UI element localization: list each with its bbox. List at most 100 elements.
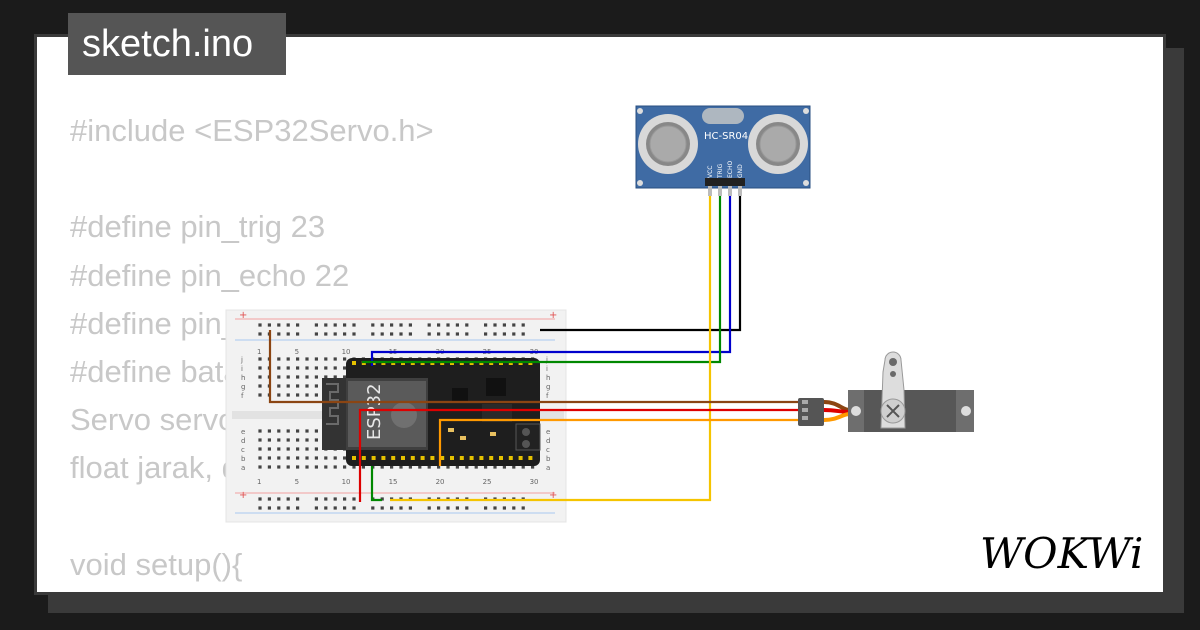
- code-line: #define pin_echo 22: [70, 257, 350, 293]
- bb-hole: [521, 465, 525, 469]
- bb-hole: [408, 506, 412, 510]
- bb-hole: [390, 506, 394, 510]
- bb-hole: [296, 465, 300, 469]
- bb-row-label: b: [241, 455, 246, 463]
- bb-hole: [286, 332, 290, 336]
- bb-hole: [446, 323, 450, 327]
- bb-hole: [352, 323, 356, 327]
- esp32-pin: [469, 456, 474, 460]
- bb-hole: [277, 465, 281, 469]
- bb-hole: [324, 366, 328, 370]
- bb-hole: [455, 465, 459, 469]
- bb-hole: [305, 366, 309, 370]
- esp32-board[interactable]: ESP32: [322, 358, 541, 466]
- bb-hole: [305, 456, 309, 460]
- close-icon: [886, 404, 900, 418]
- bb-hole: [267, 438, 271, 442]
- bb-hole: [371, 332, 375, 336]
- bb-hole: [286, 429, 290, 433]
- bb-hole: [258, 456, 262, 460]
- bb-hole: [465, 323, 469, 327]
- bb-hole: [502, 323, 506, 327]
- rail-plus-mark: +: [549, 310, 557, 321]
- button[interactable]: [522, 428, 530, 436]
- bb-hole: [286, 438, 290, 442]
- bb-hole: [371, 323, 375, 327]
- bb-hole: [446, 465, 450, 469]
- bb-hole: [446, 332, 450, 336]
- bb-hole: [399, 323, 403, 327]
- bb-hole: [324, 497, 328, 501]
- crystal: [702, 108, 744, 124]
- button[interactable]: [522, 440, 530, 448]
- bb-hole: [314, 357, 318, 361]
- bb-row-label: d: [241, 437, 245, 445]
- bb-hole: [333, 323, 337, 327]
- bb-hole: [314, 332, 318, 336]
- bb-hole: [267, 465, 271, 469]
- bb-row-label: h: [241, 374, 245, 382]
- bb-hole: [352, 465, 356, 469]
- bb-hole: [286, 497, 290, 501]
- bb-hole: [408, 465, 412, 469]
- simulation-card: #include <ESP32Servo.h> #define pin_trig…: [34, 34, 1166, 595]
- wire-servo-gnd: [268, 330, 806, 404]
- chip: [452, 388, 468, 402]
- bb-hole: [512, 506, 516, 510]
- bb-hole: [286, 456, 290, 460]
- bb-hole: [343, 506, 347, 510]
- bb-col-label: 1: [257, 348, 261, 356]
- bb-hole: [380, 465, 384, 469]
- bb-hole: [277, 357, 281, 361]
- bb-hole: [305, 465, 309, 469]
- bb-hole: [352, 497, 356, 501]
- bb-hole: [343, 465, 347, 469]
- wokwi-logo: WOKWi: [980, 529, 1143, 578]
- smd-part: [448, 428, 454, 432]
- bb-hole: [390, 323, 394, 327]
- bb-hole: [296, 323, 300, 327]
- bb-hole: [455, 506, 459, 510]
- bb-row-label: c: [546, 446, 550, 454]
- bb-hole: [333, 465, 337, 469]
- servo-motor[interactable]: [798, 351, 974, 432]
- rail-plus-mark: +: [239, 310, 247, 321]
- bb-hole: [408, 332, 412, 336]
- bb-hole: [390, 465, 394, 469]
- bb-row-label: b: [546, 455, 551, 463]
- bb-hole: [324, 323, 328, 327]
- chip: [482, 404, 512, 422]
- bb-hole: [286, 375, 290, 379]
- esp32-pin: [410, 456, 415, 460]
- bb-row-label: d: [546, 437, 550, 445]
- bb-hole: [267, 506, 271, 510]
- esp32-label: ESP32: [364, 383, 385, 440]
- wire-vcc: [390, 186, 712, 502]
- bb-col-label: 20: [436, 478, 445, 486]
- bb-hole: [333, 456, 337, 460]
- bb-hole: [267, 323, 271, 327]
- bb-hole: [352, 506, 356, 510]
- bb-hole: [296, 357, 300, 361]
- bb-hole: [258, 447, 262, 451]
- rail-plus-mark: +: [549, 490, 557, 501]
- bb-hole: [324, 506, 328, 510]
- bb-row-label: g: [241, 383, 245, 391]
- bb-hole: [380, 332, 384, 336]
- bb-hole: [521, 506, 525, 510]
- bb-hole: [465, 506, 469, 510]
- bb-hole: [314, 447, 318, 451]
- bb-hole: [314, 506, 318, 510]
- bb-hole: [286, 323, 290, 327]
- bb-hole: [258, 323, 262, 327]
- bb-hole: [455, 332, 459, 336]
- file-tab[interactable]: sketch.ino: [68, 13, 286, 75]
- bb-hole: [286, 447, 290, 451]
- bb-hole: [305, 357, 309, 361]
- bb-col-label: 5: [295, 348, 299, 356]
- esp32-pin: [352, 456, 356, 460]
- bb-row-label: f: [241, 392, 244, 400]
- bb-hole: [493, 332, 497, 336]
